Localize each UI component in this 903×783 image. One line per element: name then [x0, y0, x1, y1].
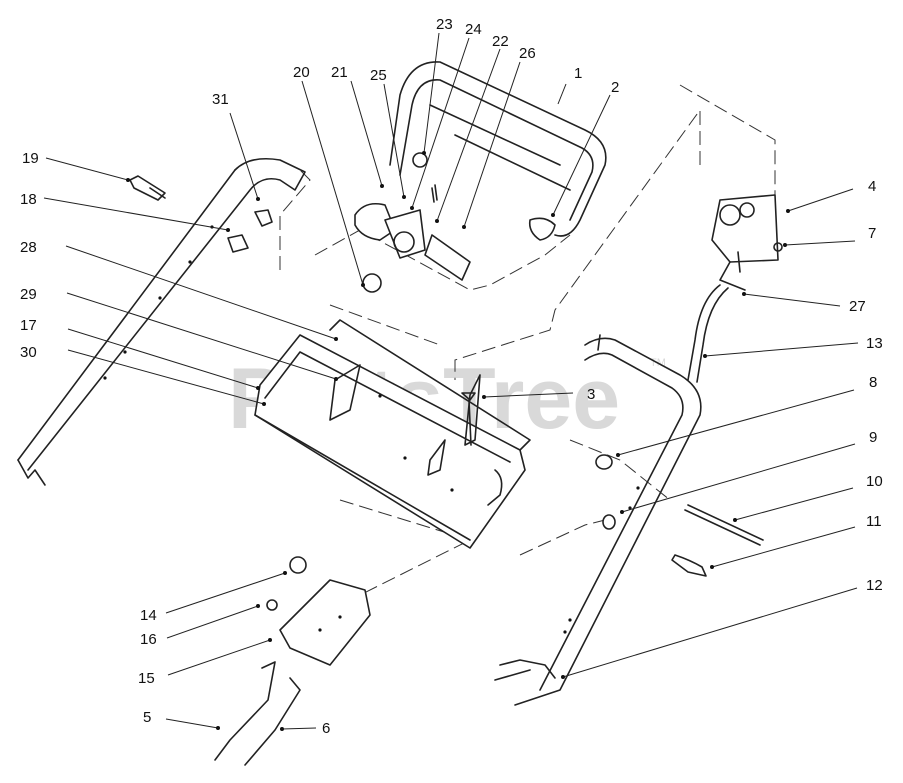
callout-22: 22 [492, 33, 509, 50]
leader-lines [43, 32, 859, 730]
lower-hardware [595, 454, 764, 577]
callout-19: 19 [22, 150, 39, 167]
callout-27: 27 [849, 298, 866, 315]
callout-31: 31 [212, 91, 229, 108]
callout-28: 28 [20, 239, 37, 256]
control-panel [254, 319, 531, 549]
callout-26: 26 [519, 45, 536, 62]
callout-labels: 1 2 3 4 5 6 7 8 9 10 11 12 13 14 15 16 1… [20, 16, 883, 737]
callout-23: 23 [436, 16, 453, 33]
callout-17: 17 [20, 317, 37, 334]
cable-ends [214, 659, 556, 766]
callout-1: 1 [574, 65, 582, 82]
leader-dots [126, 151, 790, 731]
callout-15: 15 [138, 670, 155, 687]
callout-24: 24 [465, 21, 482, 38]
bolt-18 [227, 234, 249, 253]
callout-7: 7 [868, 225, 876, 242]
callout-8: 8 [869, 374, 877, 391]
right-handle-tube [514, 334, 702, 706]
callout-3: 3 [587, 386, 595, 403]
lower-bracket [266, 556, 371, 666]
callout-10: 10 [866, 473, 883, 490]
callout-25: 25 [370, 67, 387, 84]
screw-31 [254, 209, 273, 227]
callout-16: 16 [140, 631, 157, 648]
screw-3 [461, 392, 476, 446]
callout-18: 18 [20, 191, 37, 208]
left-handle-tube [17, 157, 306, 486]
callout-30: 30 [20, 344, 37, 361]
callout-6: 6 [322, 720, 330, 737]
callout-12: 12 [866, 577, 883, 594]
callout-9: 9 [869, 429, 877, 446]
callout-20: 20 [293, 64, 310, 81]
callout-29: 29 [20, 286, 37, 303]
upper-handle-bail [389, 61, 607, 237]
bolt-19 [129, 175, 166, 201]
throttle-control [687, 194, 783, 383]
callout-4: 4 [868, 178, 876, 195]
callout-2: 2 [611, 79, 619, 96]
callout-13: 13 [866, 335, 883, 352]
callout-14: 14 [140, 607, 157, 624]
callout-11: 11 [866, 513, 882, 530]
callout-21: 21 [331, 64, 348, 81]
callout-5: 5 [143, 709, 151, 726]
upper-linkage [354, 152, 556, 293]
